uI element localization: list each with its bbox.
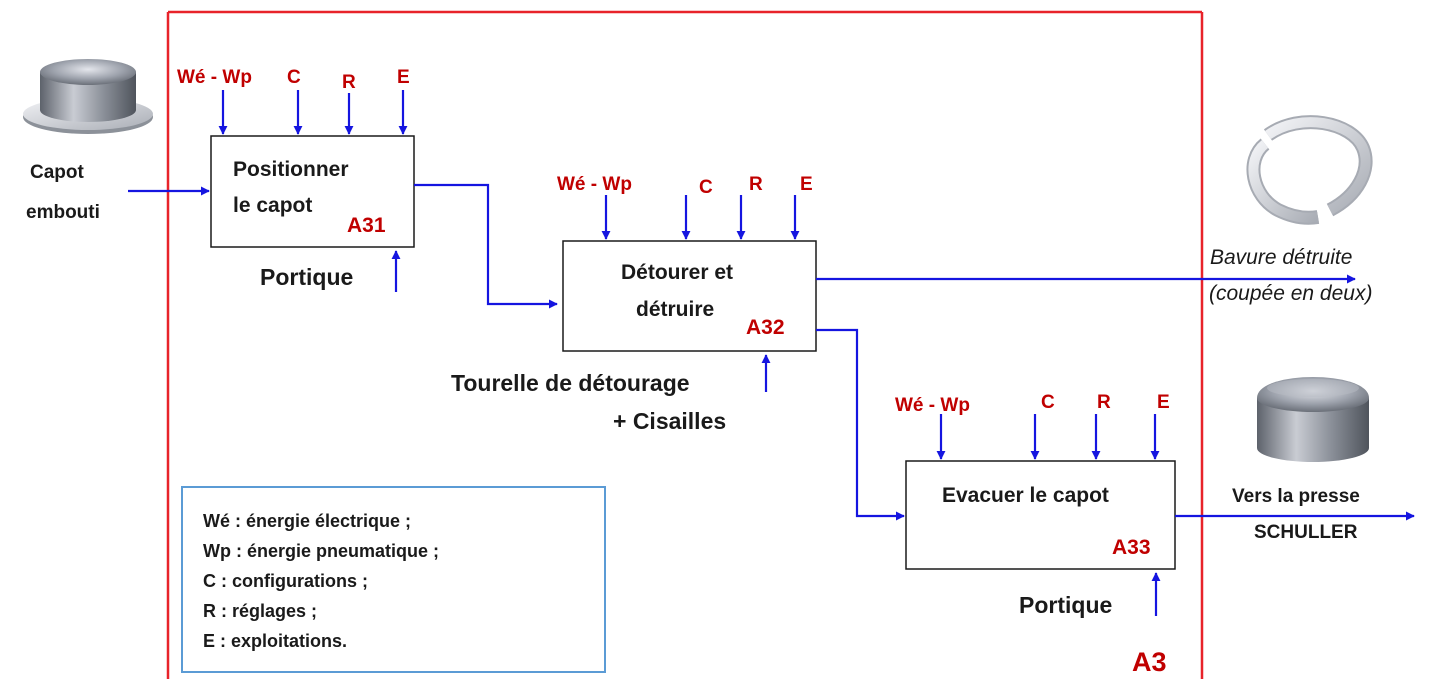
a31-to-a32-arrow [414,183,558,309]
input-label-line2: embouti [26,202,100,223]
a3-frame [166,10,1204,679]
box-a33-label: Evacuer le capot [942,484,1109,507]
box-a32 [562,240,817,352]
a32-control-r: R [749,174,763,195]
legend-line-wp: Wp : énergie pneumatique ; [203,541,439,561]
legend-line-we: Wé : énergie électrique ; [203,511,411,531]
box-a33-code: A33 [1112,536,1151,559]
capot-final-image [1257,377,1369,462]
box-a31-label-line2: le capot [233,194,312,217]
legend-box [181,486,606,673]
waste-output-label-line1: Bavure détruite [1210,246,1352,269]
a32-control-energy: Wé - Wp [557,174,632,195]
input-label-line1: Capot [30,162,85,183]
a32-to-a33-arrow [816,328,905,521]
a33-control-energy: Wé - Wp [895,395,970,416]
legend-line-e: E : exploitations. [203,631,347,651]
box-a32-label-line1: Détourer et [621,261,733,284]
box-a31-code: A31 [347,214,386,237]
frame-code: A3 [1132,647,1167,677]
a32-control-c: C [699,177,713,198]
a33-control-c: C [1041,392,1055,413]
box-a32-label-line2: détruire [636,298,714,321]
a31-control-c: C [287,67,301,88]
legend-line-c: C : configurations ; [203,571,368,591]
bavure-image [1246,115,1373,225]
a31-control-r: R [342,72,356,93]
capot-embouti-image [23,59,153,134]
a33-control-r: R [1097,392,1111,413]
product-output-label-line2: SCHULLER [1254,522,1358,543]
box-a31-label-line1: Positionner [233,158,349,181]
a33-mechanism-label: Portique [1019,592,1112,618]
box-a32-code: A32 [746,316,785,339]
a32-mechanism-label-line1: Tourelle de détourage [451,370,690,396]
product-output-label-line1: Vers la presse [1232,486,1360,507]
a33-control-e: E [1157,392,1170,413]
a32-mechanism-label-line2: + Cisailles [613,408,726,434]
box-a31 [210,135,415,248]
a31-control-energy: Wé - Wp [177,67,252,88]
a31-control-e: E [397,67,410,88]
a32-control-e: E [800,174,813,195]
a31-mechanism-label: Portique [260,264,353,290]
legend-line-r: R : réglages ; [203,601,317,621]
waste-output-label-line2: (coupée en deux) [1209,282,1372,305]
